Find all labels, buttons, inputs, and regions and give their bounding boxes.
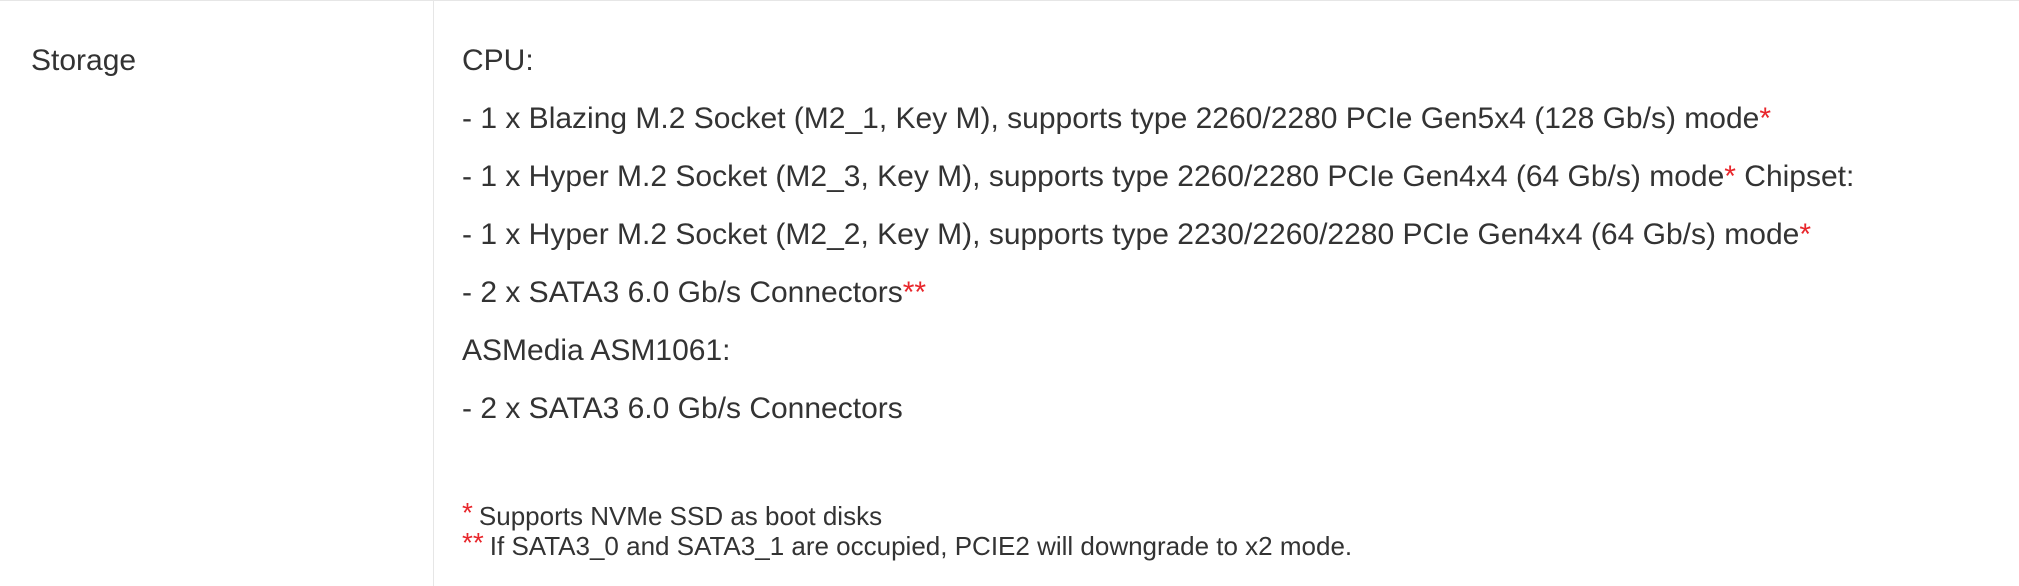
spec-line-text: - 1 x Blazing M.2 Socket (M2_1, Key M), … [462, 102, 1760, 135]
footnote-marker: * [1759, 102, 1771, 135]
footnote-marker: * [1724, 160, 1736, 193]
spec-value-cell: CPU: - 1 x Blazing M.2 Socket (M2_1, Key… [462, 43, 2002, 449]
footnote-marker: ** [462, 527, 484, 558]
footnote-nvme-boot: *Supports NVMe SSD as boot disks [462, 498, 2002, 532]
spec-line-m2-1: - 1 x Blazing M.2 Socket (M2_1, Key M), … [462, 101, 2002, 137]
spec-label-cell: Storage [0, 1, 434, 586]
footnote-text: If SATA3_0 and SATA3_1 are occupied, PCI… [489, 531, 1353, 561]
spec-line-text: - 1 x Hyper M.2 Socket (M2_2, Key M), su… [462, 218, 1800, 251]
spec-line-text: - 2 x SATA3 6.0 Gb/s Connectors [462, 392, 903, 425]
spec-line-text: ASMedia ASM1061: [462, 334, 731, 367]
footnote-sata-pcie: **If SATA3_0 and SATA3_1 are occupied, P… [462, 528, 2002, 562]
spec-line-m2-3: - 1 x Hyper M.2 Socket (M2_3, Key M), su… [462, 159, 2002, 195]
spec-line-m2-2: - 1 x Hyper M.2 Socket (M2_2, Key M), su… [462, 217, 2002, 253]
spec-line-text: CPU: [462, 44, 534, 77]
footnotes: *Supports NVMe SSD as boot disks **If SA… [462, 498, 2002, 562]
spec-line-sata-asmedia: - 2 x SATA3 6.0 Gb/s Connectors [462, 391, 2002, 427]
spec-line-text: - 2 x SATA3 6.0 Gb/s Connectors [462, 276, 903, 309]
footnote-text: Supports NVMe SSD as boot disks [478, 501, 883, 531]
chipset-heading: Chipset: [1735, 160, 1855, 193]
spec-line-asmedia-heading: ASMedia ASM1061: [462, 333, 2002, 369]
spec-line-text: - 1 x Hyper M.2 Socket (M2_3, Key M), su… [462, 160, 1725, 193]
row-label-storage: Storage [31, 44, 137, 77]
footnote-marker: ** [902, 276, 927, 309]
footnote-marker: * [1799, 218, 1812, 251]
spec-line-cpu-heading: CPU: [462, 43, 2002, 79]
spec-line-sata-chipset: - 2 x SATA3 6.0 Gb/s Connectors** [462, 275, 2002, 311]
footnote-marker: * [462, 497, 473, 528]
